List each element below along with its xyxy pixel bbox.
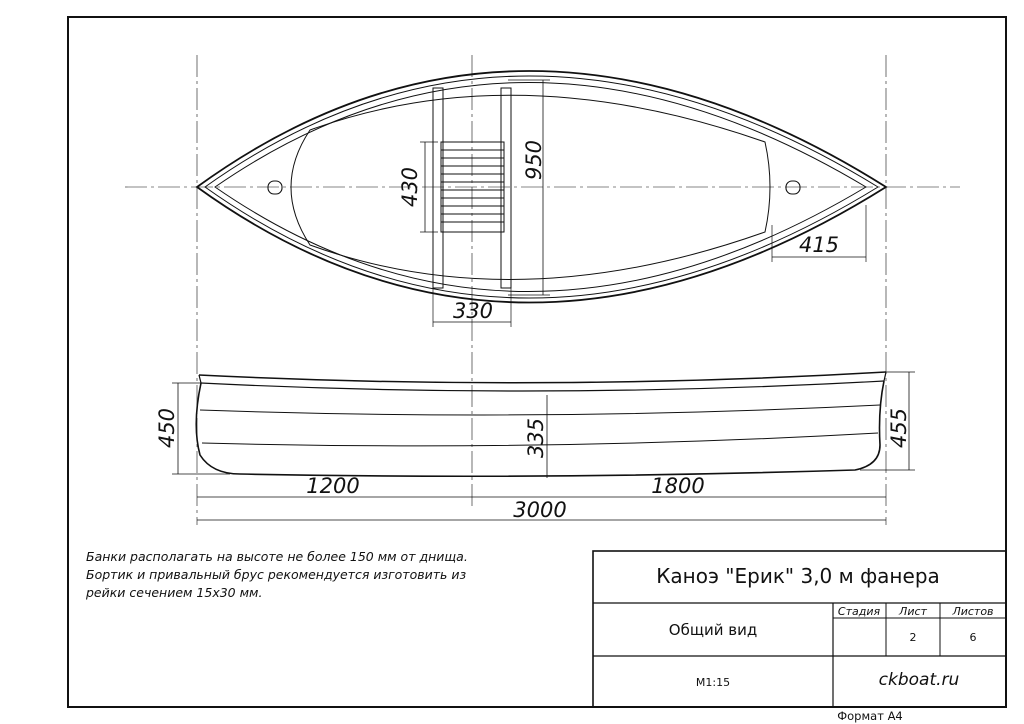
hull-side-profile <box>195 380 885 478</box>
hull-outline-outer <box>195 70 888 304</box>
seat-frame <box>440 141 505 233</box>
strake-line-2 <box>201 432 879 447</box>
dim-label-1800: 1800 <box>651 474 704 498</box>
hull-floor-outline <box>290 94 771 281</box>
hull-outline-2 <box>204 75 879 299</box>
dim-label-415: 415 <box>799 233 839 257</box>
format-label: Формат А4 <box>837 709 903 723</box>
dim-label-330: 330 <box>453 299 493 323</box>
gunwale-bottom <box>200 380 885 392</box>
site-label: ckboat.ru <box>879 670 960 690</box>
sheets-header: Листов <box>951 605 993 618</box>
title-block <box>592 550 1007 708</box>
sheets-value: 6 <box>970 631 977 644</box>
strake-line-1 <box>199 404 881 416</box>
sheet-header: Лист <box>898 605 927 618</box>
stage-header: Стадия <box>838 605 881 618</box>
thwart-right <box>500 87 512 289</box>
dim-label-430: 430 <box>398 167 422 207</box>
handle-slot-right <box>785 180 801 195</box>
note-line-1: Банки располагать на высоте не более 150… <box>86 549 468 564</box>
dim-label-450: 450 <box>155 408 179 448</box>
sheet-frame <box>67 16 1007 708</box>
dim-label-1200: 1200 <box>306 474 359 498</box>
seat-slats <box>441 149 504 223</box>
sheet-value: 2 <box>910 631 917 644</box>
dim-label-455: 455 <box>887 408 911 448</box>
notes: Банки располагать на высоте не более 150… <box>85 549 468 600</box>
note-line-2: Бортик и привальный брус рекомендуется и… <box>86 567 466 582</box>
gunwale-top <box>198 371 887 384</box>
side-view <box>172 371 915 521</box>
note-line-3: рейки сечением 15x30 мм. <box>85 585 262 600</box>
scale-label: М1:15 <box>696 676 730 689</box>
top-view <box>125 55 960 525</box>
thwart-left <box>432 87 444 289</box>
handle-slot-left <box>267 180 283 195</box>
drawing-title: Каноэ "Ерик" 3,0 м фанера <box>656 564 940 588</box>
dim-label-950: 950 <box>522 140 546 180</box>
hull-outline-3 <box>214 82 867 292</box>
view-name: Общий вид <box>669 621 757 639</box>
dim-label-335: 335 <box>524 418 548 458</box>
dim-label-3000: 3000 <box>513 498 566 522</box>
